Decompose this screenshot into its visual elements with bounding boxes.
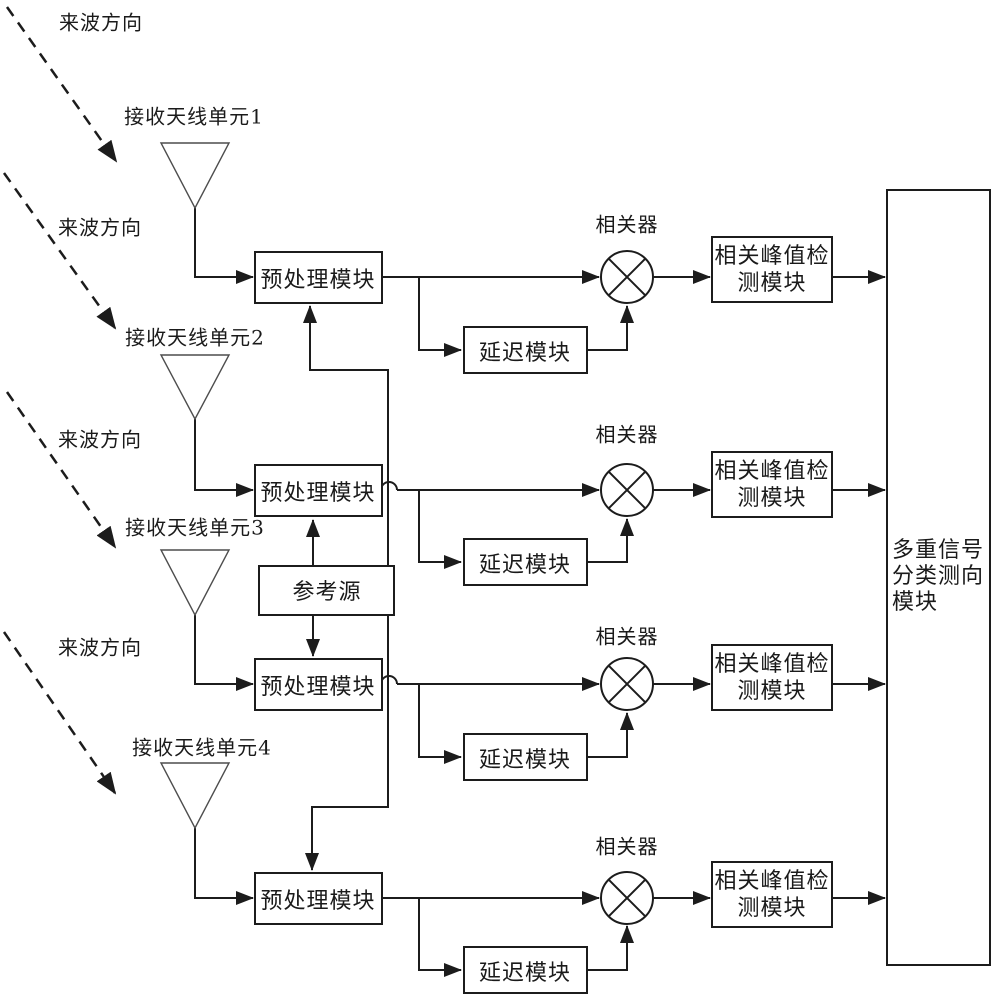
correlator-label-1: 相关器 [595,212,659,237]
preprocess-label-1: 预处理模块 [260,268,376,293]
peak-detect-box-3 [711,644,833,711]
delay-2-to-correlator-wire [587,518,634,563]
peak-detect-label-2-line1: 相关峰值检 [714,459,830,484]
incoming-wave-arrows [2,6,118,795]
peak-detect-box-2 [711,451,833,518]
delay-label-3: 延迟模块 [478,748,572,773]
branch-4-to-delay-wire [418,898,462,977]
preprocess-label-4: 预处理模块 [260,889,376,914]
antenna-label-1: 接收天线单元1 [124,104,264,129]
module-boxes [254,189,991,994]
correlator-2-symbol [600,463,654,517]
branch-1-to-delay-wire [418,277,462,357]
peak-detect-label-3: 相关峰值检 测模块 [714,651,829,705]
preprocess-box-1 [254,251,383,304]
music-module-label-line3: 模块 [891,590,939,615]
reference-wire-to-preprocess-4 [305,615,389,871]
delay-box-3 [463,733,588,781]
delay-box-1 [463,326,588,374]
delay-box-4 [463,946,588,994]
delay-box-2 [463,538,588,586]
music-module-box [886,189,991,966]
incoming-wave-label-4: 来波方向 [58,635,142,660]
preprocess-box-2 [254,464,383,517]
antenna-label-2: 接收天线单元2 [125,325,265,350]
correlator-label-2: 相关器 [595,422,659,447]
incoming-wave-arrow-4 [2,631,117,795]
correlator-label-4: 相关器 [595,834,659,859]
correlator-1-symbol [600,250,654,304]
preprocess-label-2: 预处理模块 [260,481,376,506]
incoming-wave-label-3: 来波方向 [58,427,142,452]
preprocess-label-3: 预处理模块 [260,675,376,700]
preprocess-box-4 [254,872,383,925]
correlator-symbols [600,250,654,925]
peak-detect-label-4: 相关峰值检 测模块 [714,868,829,922]
incoming-wave-arrow-1 [5,6,118,163]
peak-detect-label-2: 相关峰值检 测模块 [714,458,829,512]
peak-detect-label-3-line1: 相关峰值检 [714,652,830,677]
branch-3-to-delay-wire [418,684,462,764]
row-2-connectors [194,419,886,569]
antenna-2-symbol [159,354,231,421]
peak-detect-label-1-line1: 相关峰值检 [714,244,830,269]
music-module-label-line1: 多重信号 [891,538,985,563]
delay-4-to-correlator-wire [587,925,634,971]
antenna-3-symbol [159,549,231,617]
reference-source-label: 参考源 [292,580,362,605]
branch-2-to-delay-wire [418,490,462,569]
peak-detect-label-2-line2: 测模块 [737,486,807,511]
correlator-3-symbol [600,657,654,711]
row-4-connectors [194,828,886,977]
correlator-4-symbol [600,871,654,925]
peak-detect-box-1 [711,236,833,303]
incoming-wave-label-2: 来波方向 [58,215,142,240]
row-1-connectors [194,208,886,357]
antenna-label-3: 接收天线单元3 [125,515,265,540]
preprocess-box-3 [254,658,383,711]
antenna-2-feed-wire [194,419,254,497]
delay-label-4: 延迟模块 [478,961,572,986]
delay-1-to-correlator-wire [587,305,634,351]
antenna-1-feed-wire [194,208,254,284]
antenna-1-symbol [159,142,231,210]
music-module-label: 多重信号 分类测向 模块 [892,538,984,616]
delay-label-1: 延迟模块 [478,341,572,366]
correlator-label-3: 相关器 [595,624,659,649]
incoming-wave-label-1: 来波方向 [59,10,143,35]
peak-detect-label-1: 相关峰值检 测模块 [714,243,829,297]
peak-detect-label-4-line1: 相关峰值检 [714,869,830,894]
antenna-symbols [159,142,231,830]
peak-detect-label-1-line2: 测模块 [737,271,807,296]
reference-source-wires [303,305,389,871]
peak-detect-label-3-line2: 测模块 [737,679,807,704]
music-module-label-line2: 分类测向 [891,564,985,589]
antenna-4-symbol [159,762,231,830]
delay-3-to-correlator-wire [587,712,634,758]
delay-label-2: 延迟模块 [478,553,572,578]
row-3-connectors [194,615,886,764]
incoming-wave-arrow-3 [5,391,117,549]
incoming-wave-arrow-2 [2,172,117,330]
reference-wire-to-preprocess-1 [303,305,389,566]
antenna-4-feed-wire [194,828,254,905]
reference-source-box [258,565,395,616]
antenna-3-feed-wire [194,615,254,691]
peak-detect-box-4 [711,861,833,928]
antenna-label-4: 接收天线单元4 [132,735,272,760]
peak-detect-label-4-line2: 测模块 [737,896,807,921]
